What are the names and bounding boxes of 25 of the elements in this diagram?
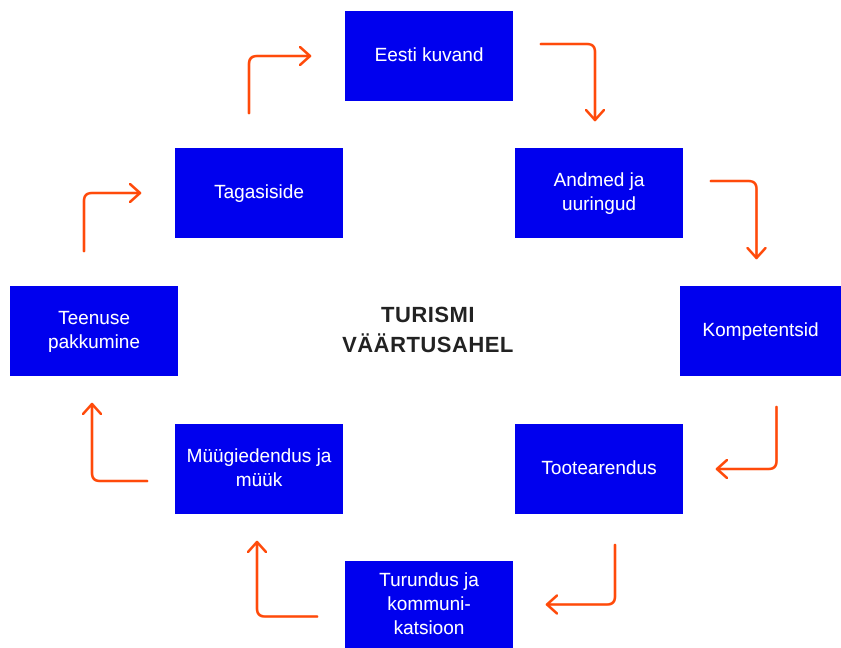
box-label: Müügiedendus ja müük xyxy=(186,445,332,493)
arrow xyxy=(716,406,778,480)
arrow xyxy=(248,46,312,114)
process-box xyxy=(345,11,513,101)
box-label: Tootearendus xyxy=(541,457,657,481)
process-box xyxy=(10,286,178,376)
process-box xyxy=(175,148,343,238)
arrow xyxy=(546,544,616,615)
arrow xyxy=(540,42,606,122)
process-box xyxy=(345,561,513,648)
diagram-title: TURISMI VÄÄRTUSAHEL xyxy=(341,301,515,359)
arrow xyxy=(246,540,318,618)
process-box xyxy=(515,148,683,238)
box-label: Andmed ja uuringud xyxy=(552,169,646,217)
process-box xyxy=(680,286,841,376)
box-label: Eesti kuvand xyxy=(374,44,484,68)
box-label: Tagasiside xyxy=(214,181,304,205)
arrow xyxy=(82,182,142,252)
box-label: Teenuse pakkumine xyxy=(47,307,141,355)
arrow xyxy=(82,402,148,482)
box-label: Kompetentsid xyxy=(702,319,819,343)
arrow xyxy=(710,180,767,260)
process-box xyxy=(515,424,683,514)
process-box xyxy=(175,424,343,514)
box-label: Turundus ja kommuni-katsioon xyxy=(378,568,480,640)
